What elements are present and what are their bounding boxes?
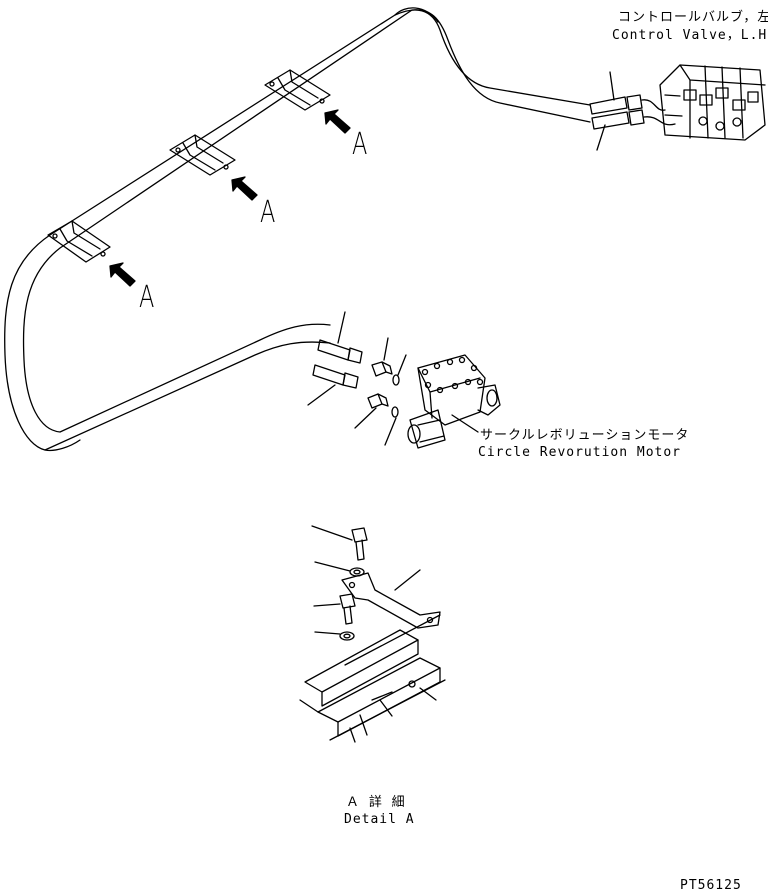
view-letter-top: A <box>352 127 368 162</box>
detail-a-label-jp: Ａ 詳 細 <box>346 795 406 810</box>
motor-label-jp: サークルレボリューションモータ <box>480 428 690 443</box>
part-code-label: PT56125 <box>680 878 742 893</box>
control-valve-label-jp: コントロールバルブ，左 <box>618 10 768 25</box>
hose-clamp-bottom <box>47 220 111 263</box>
valve-hose-fittings <box>589 71 676 151</box>
view-arrow-middle <box>231 176 258 201</box>
view-arrow-bottom <box>109 262 136 287</box>
view-letter-middle: A <box>260 195 276 230</box>
view-arrow-top <box>324 109 351 134</box>
view-letter-bottom: A <box>139 280 155 315</box>
control-valve-body <box>659 64 766 141</box>
motor-label-en: Circle Revorution Motor <box>478 445 682 460</box>
motor-leader-line <box>451 414 479 433</box>
hose-clamp-top <box>264 69 331 111</box>
detail-a-label-en: Detail A <box>344 812 415 827</box>
detail-a-view <box>299 525 446 743</box>
hose-loop <box>4 7 591 452</box>
motor-hose-fittings <box>307 311 407 446</box>
hose-clamp-middle <box>169 134 236 176</box>
control-valve-label-en: Control Valve，L.H. <box>612 28 768 43</box>
circle-revolution-motor <box>407 354 501 449</box>
